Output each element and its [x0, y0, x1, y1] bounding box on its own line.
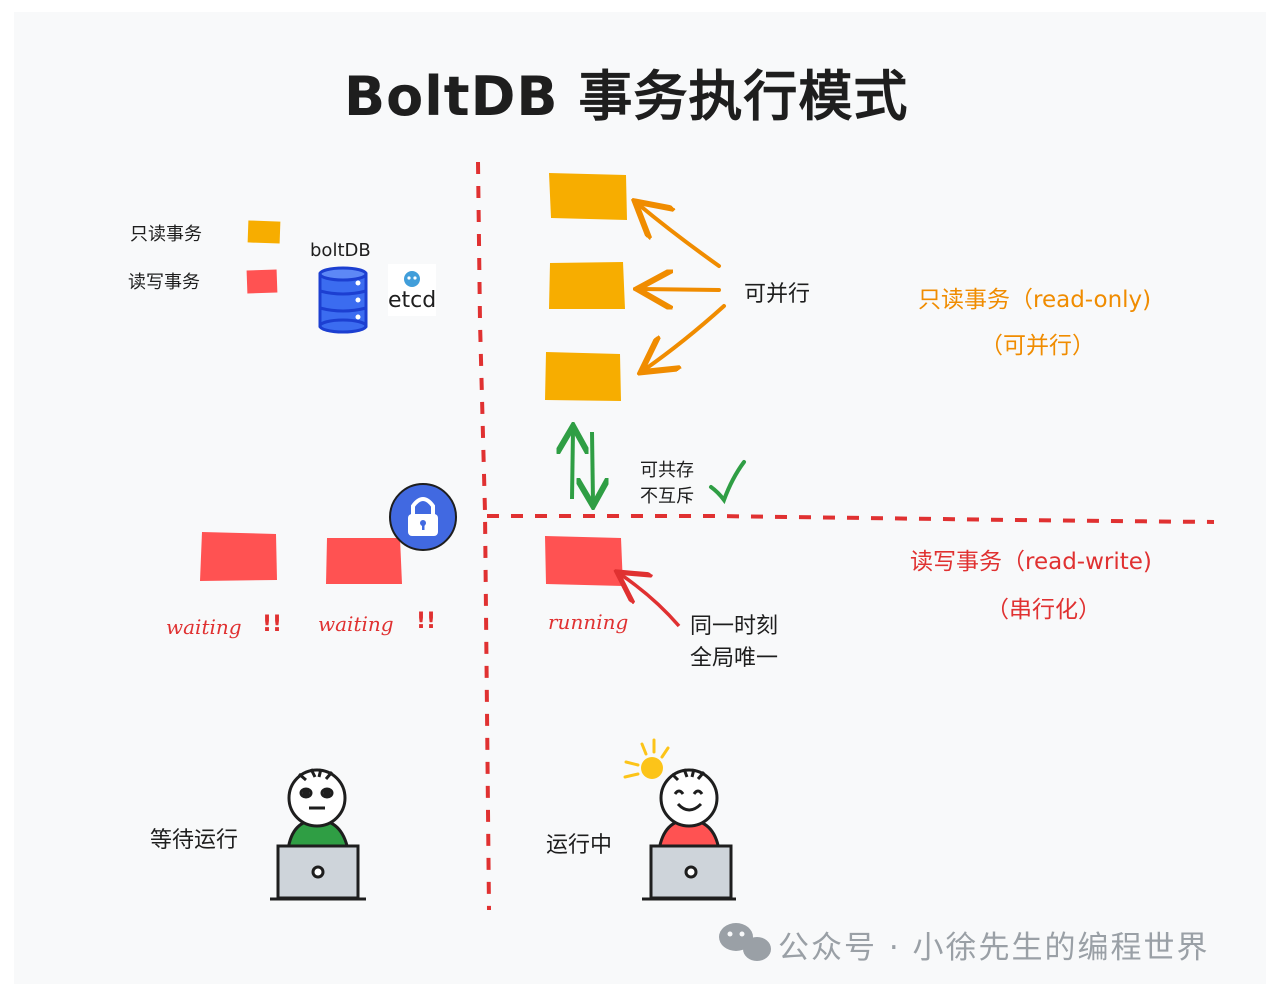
readonly-boxes [545, 173, 627, 401]
diagram-canvas: BoltDB 事务执行模式 只读事务 读写事务 boltDB etcd 可并行 … [14, 12, 1266, 984]
coexist-line2: 不互斥 [640, 486, 694, 507]
readonly-heading: 只读事务（read-only) [918, 287, 1152, 313]
lock-icon [389, 483, 457, 551]
unique-arrow [620, 574, 681, 628]
waiting-label-1: waiting [166, 615, 242, 639]
check-icon [709, 460, 746, 505]
coexist-line1: 可共存 [640, 460, 694, 481]
watermark: 公众号 · 小徐先生的编程世界 [778, 930, 1210, 966]
database-icon [318, 266, 368, 334]
vertical-divider [476, 161, 491, 911]
waiting-label-2: waiting [318, 612, 394, 636]
legend-readonly-swatch [247, 220, 281, 244]
parallel-arrows [638, 204, 726, 370]
legend-readonly-label: 只读事务 [130, 224, 202, 245]
unique-line1: 同一时刻 [690, 614, 779, 639]
readwrite-subheading: （串行化） [986, 597, 1101, 623]
readwrite-heading: 读写事务（read-write) [910, 549, 1152, 575]
diagram-title: BoltDB 事务执行模式 [344, 65, 909, 128]
parallel-label: 可并行 [744, 282, 811, 307]
readonly-subheading: （可并行） [980, 333, 1095, 359]
lightbulb-icon [623, 738, 670, 779]
diagram-art [200, 161, 1215, 961]
legend-readwrite-swatch [246, 269, 278, 294]
boltdb-label: boltDB [310, 240, 371, 261]
unique-line2: 全局唯一 [690, 646, 779, 671]
legend-readwrite-label: 读写事务 [128, 272, 200, 293]
waiting-marks-2: !! [416, 609, 437, 634]
readwrite-boxes [200, 532, 623, 586]
etcd-logo-icon [388, 264, 436, 316]
coexist-arrows [572, 430, 593, 502]
waiting-caption: 等待运行 [150, 828, 239, 853]
waiting-person [270, 768, 366, 901]
running-person [642, 768, 736, 901]
running-label: running [548, 610, 629, 634]
running-caption: 运行中 [546, 833, 613, 858]
horizontal-divider [487, 514, 1215, 524]
wechat-icon [719, 923, 771, 961]
waiting-marks-1: !! [262, 612, 283, 637]
etcd-label: etcd [388, 288, 437, 313]
